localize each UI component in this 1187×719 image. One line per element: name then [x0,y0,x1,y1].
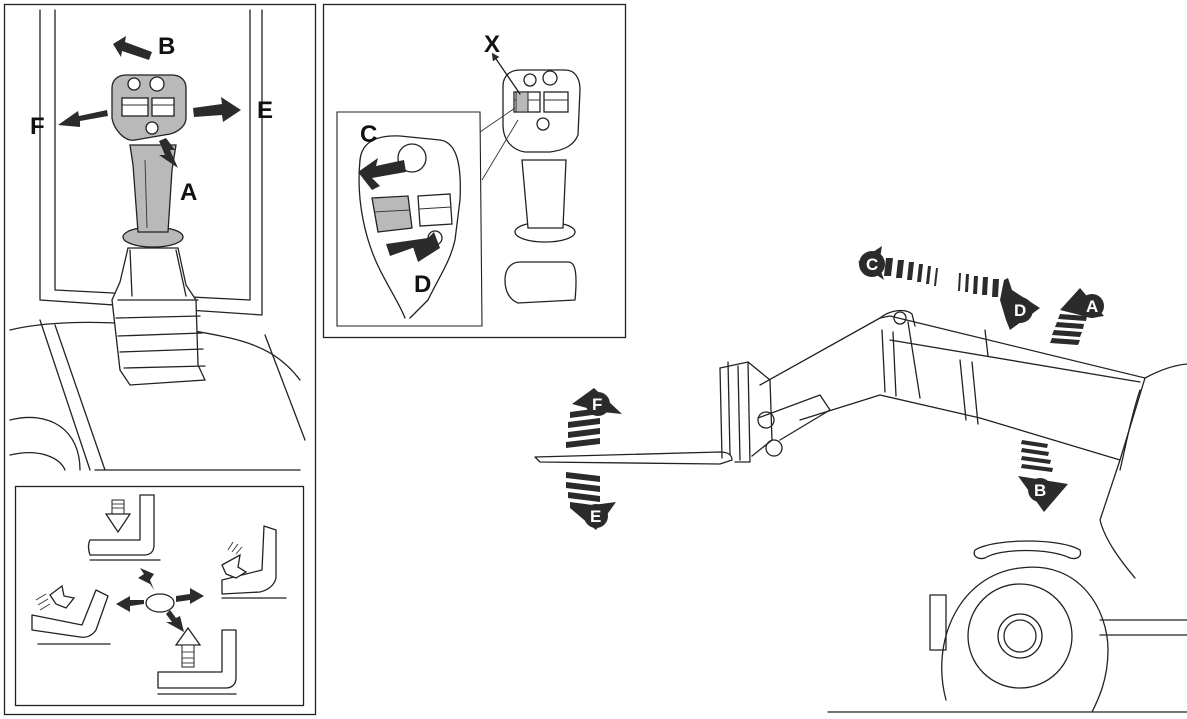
arrow-e [193,97,241,122]
label-b: B [158,33,175,60]
boom [760,311,1145,460]
fork-bucket-icon-right [222,526,286,598]
label-d: D [414,271,431,298]
label-a-machine: A [1086,297,1098,316]
joystick-panel: B E F A [5,5,316,715]
chassis [930,364,1187,650]
label-c-machine: C [866,255,878,274]
label-d-machine: D [1014,301,1026,320]
joystick-boot [112,248,205,385]
label-c: C [360,121,377,148]
label-e: E [257,97,273,124]
label-e-machine: E [590,507,601,526]
telehandler-boom-icon: C D A B [535,246,1187,712]
fork-bucket-icon-lower [89,495,161,560]
joystick-knob-symbol [146,594,174,612]
fork-motion-inset [16,487,304,706]
label-a: A [180,179,197,206]
joystick-icon-small [503,70,580,303]
fork-bucket-icon-raise [158,628,236,694]
wheel-icon [942,567,1108,712]
label-b-machine: B [1034,481,1046,500]
arrow-f [58,110,108,127]
fork-bucket-icon-left [32,586,110,644]
label-x: X [484,31,500,58]
label-f-machine: F [592,395,602,414]
arrow-b [113,36,152,60]
thumb-switch-panel: X C D [324,5,626,338]
label-f: F [30,113,45,140]
joystick-icon [112,75,186,247]
